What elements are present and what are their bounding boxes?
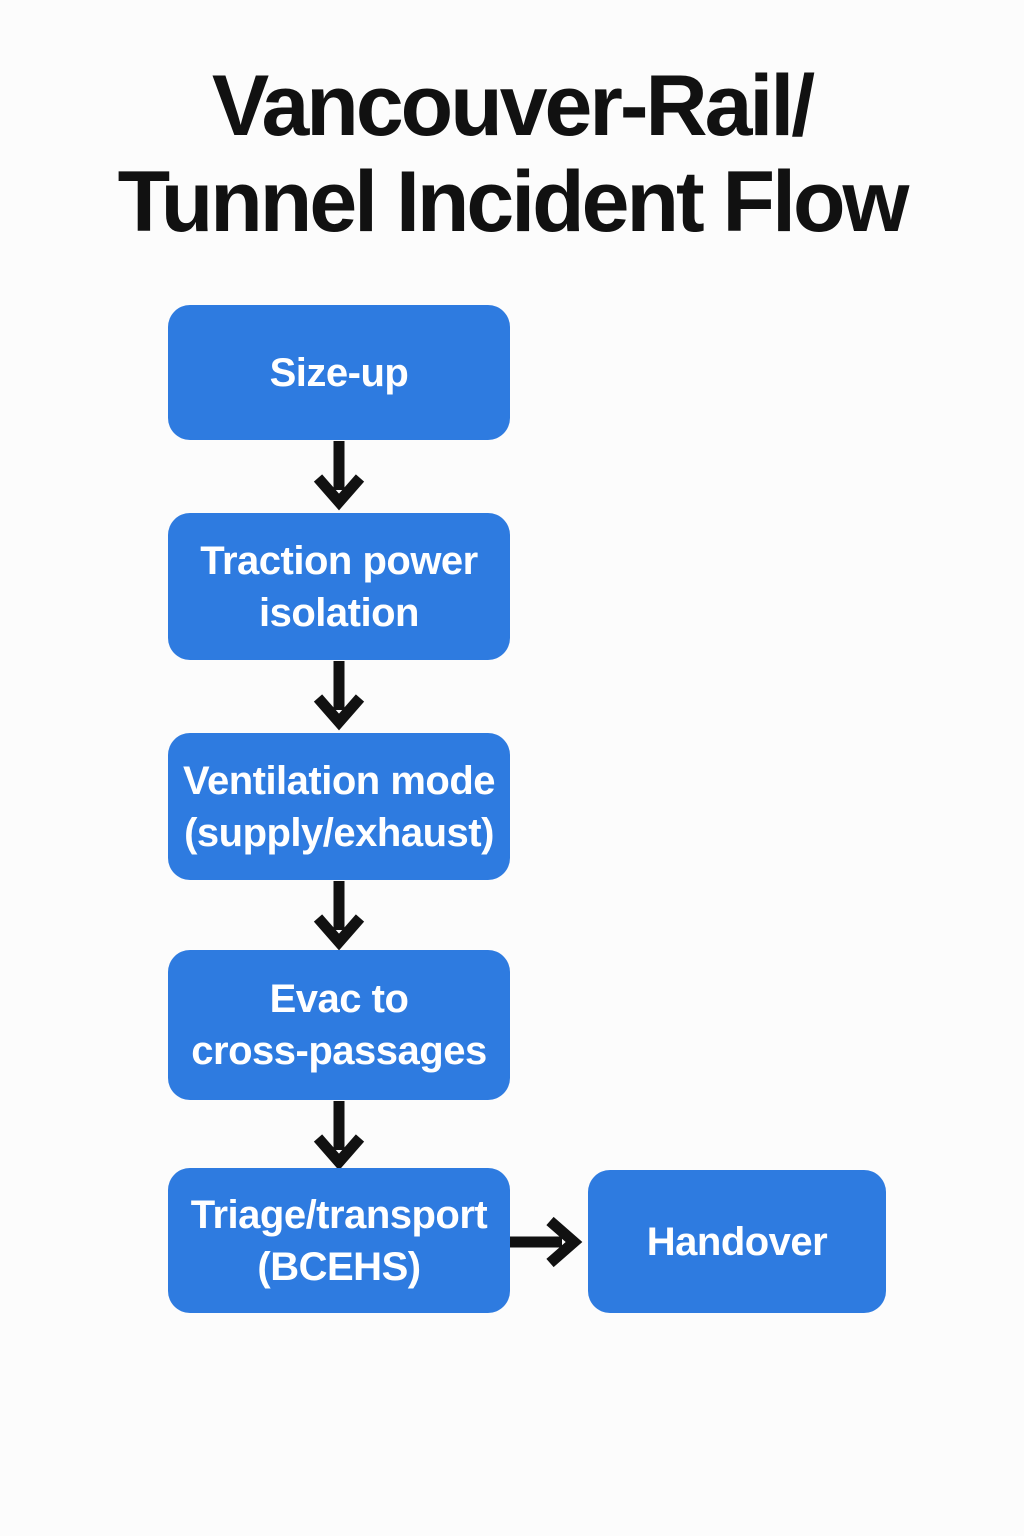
flow-node-ventilation-mode: Ventilation mode (supply/exhaust) (168, 733, 510, 880)
flow-node-handover: Handover (588, 1170, 886, 1313)
arrow-size-up-to-traction-icon (309, 440, 369, 512)
page-title: Vancouver-Rail/ Tunnel Incident Flow (117, 58, 910, 251)
arrow-ventilation-to-evac-icon (309, 880, 369, 952)
flow-node-evac-to-cross-passages: Evac to cross-passages (168, 950, 510, 1100)
flow-node-traction-power-isolation: Traction power isolation (168, 513, 510, 660)
arrow-traction-to-ventilation-icon (309, 660, 369, 732)
flow-node-triage-transport-bcehs: Triage/transport (BCEHS) (168, 1168, 510, 1313)
arrow-triage-to-handover-icon (508, 1212, 588, 1272)
arrow-evac-to-triage-icon (309, 1100, 369, 1172)
flow-node-size-up: Size-up (168, 305, 510, 440)
